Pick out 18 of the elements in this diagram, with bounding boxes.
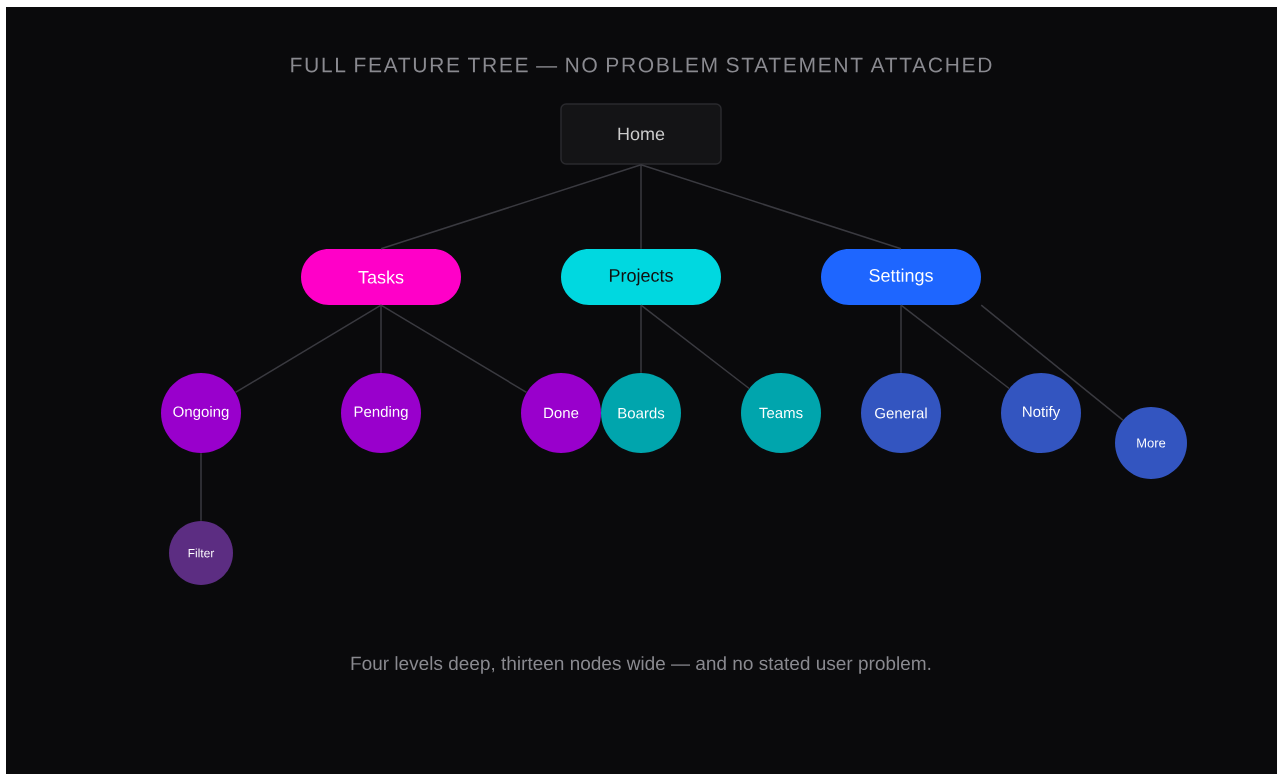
category-pill: Projects [561, 249, 721, 305]
connector-line [980, 304, 1124, 421]
title: FULL FEATURE TREE — NO PROBLEM STATEMENT ATTACHED [291, 57, 992, 73]
connector-line [900, 304, 902, 374]
connector-line [900, 304, 1010, 390]
root-box: Home [560, 103, 722, 165]
caption: Four levels deep, thirteen nodes wide — and no stated user problem. [351, 656, 931, 674]
connector-line [640, 164, 902, 250]
connector-line [200, 452, 202, 522]
connector-line [640, 304, 642, 374]
connector-line [640, 164, 642, 250]
category-pill: Tasks [301, 249, 461, 305]
connector-line [234, 304, 382, 394]
connector-line [380, 164, 642, 250]
connector-line [640, 304, 750, 390]
category-pill: Settings [821, 249, 981, 305]
connector-line [380, 304, 382, 374]
connector-line [380, 304, 528, 394]
